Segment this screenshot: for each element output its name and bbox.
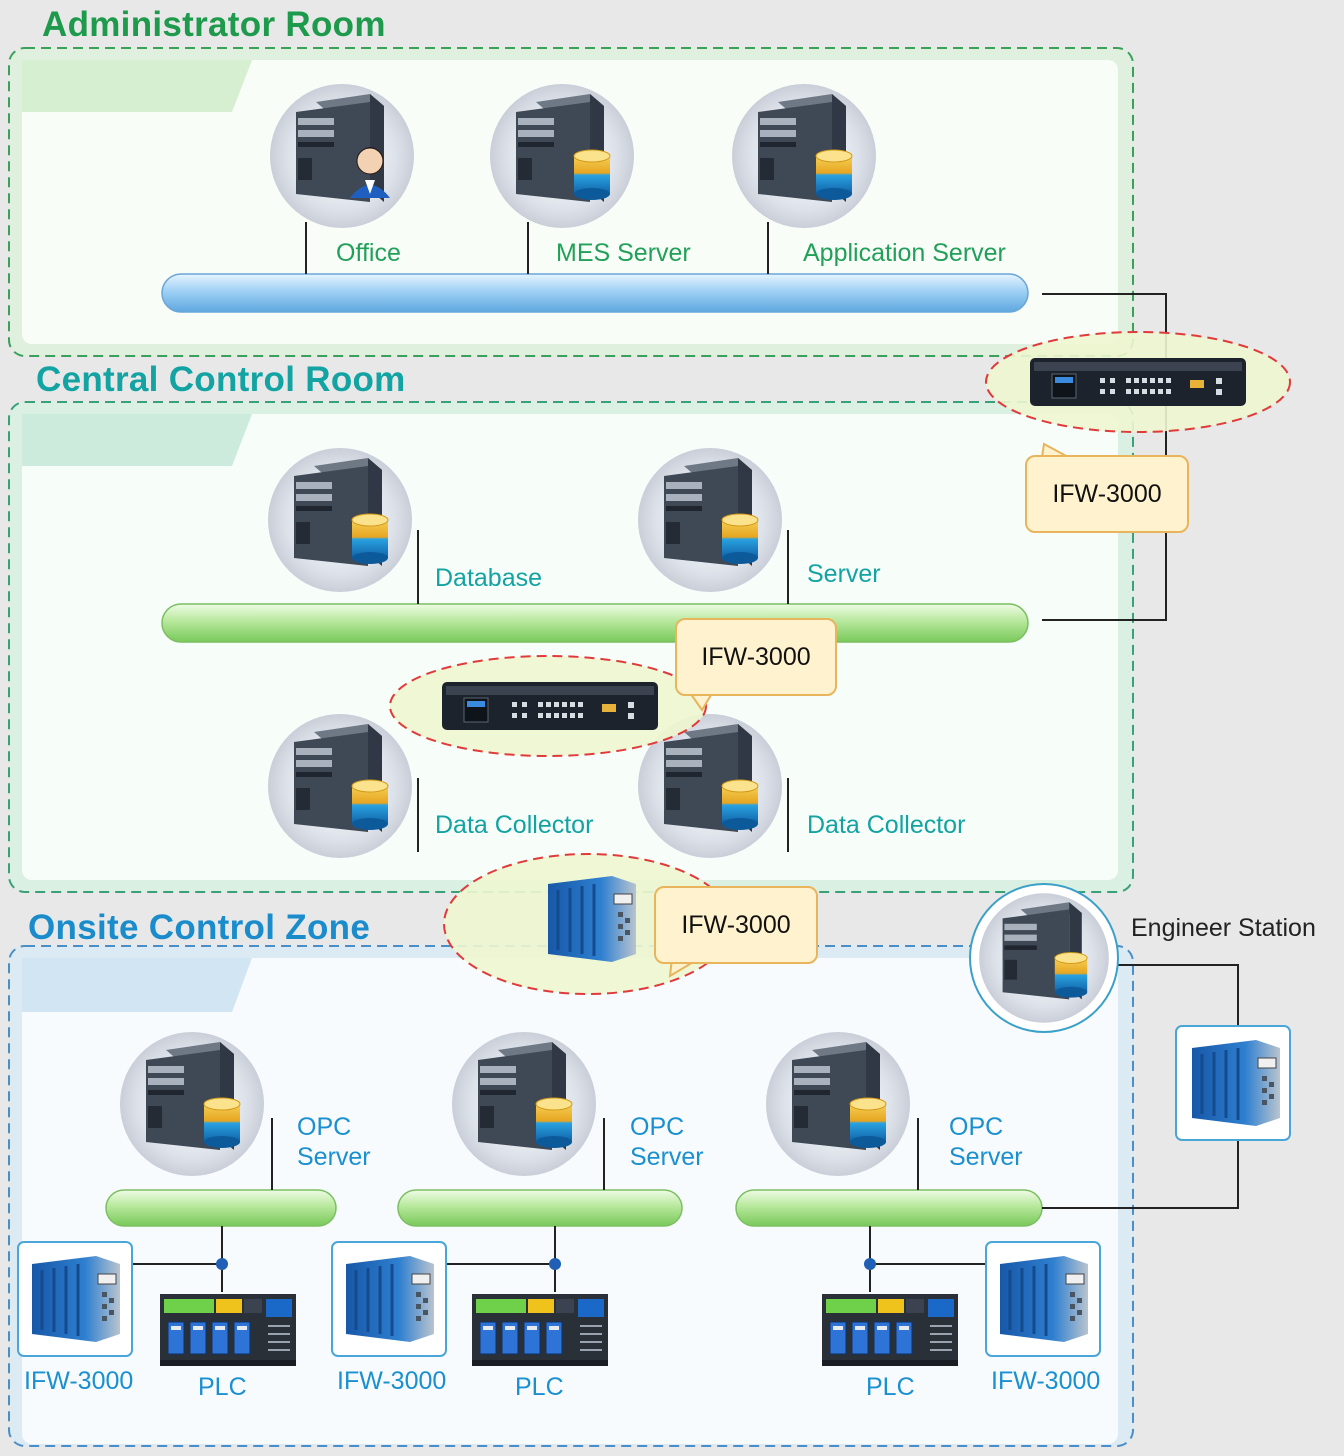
plc-icon[interactable]: [471, 1293, 609, 1367]
din-rail-firewall-icon[interactable]: [998, 1254, 1090, 1344]
central-network-bus: [161, 603, 1029, 643]
junction-dot: [864, 1258, 876, 1270]
opc-bus-2: [397, 1189, 683, 1227]
firewall-callout-top: IFW-3000: [1025, 455, 1189, 533]
administrator-room-title: Administrator Room: [42, 5, 386, 44]
firewall-callout-middle: IFW-3000: [675, 618, 837, 696]
database-icon: [535, 1097, 573, 1149]
plc-label-2: PLC: [515, 1373, 564, 1401]
database-icon: [1054, 952, 1088, 999]
ifw-label-2: IFW-3000: [337, 1367, 447, 1395]
opc-server-label-1: OPC Server: [297, 1113, 371, 1171]
mes-server-label: MES Server: [556, 239, 691, 267]
din-rail-firewall-icon[interactable]: [1190, 1038, 1282, 1128]
engineer-station-computer[interactable]: [979, 893, 1109, 1023]
plc-label-1: PLC: [198, 1373, 247, 1401]
database-icon: [815, 149, 853, 201]
opc-server-3[interactable]: [766, 1032, 910, 1176]
plc-icon[interactable]: [821, 1293, 959, 1367]
central-control-room-title: Central Control Room: [36, 360, 406, 399]
database-icon: [351, 779, 389, 831]
database-server[interactable]: [268, 448, 412, 592]
data-collector-label-1: Data Collector: [435, 811, 594, 839]
opc-server-1[interactable]: [120, 1032, 264, 1176]
onsite-control-zone-title: Onsite Control Zone: [28, 908, 371, 947]
opc-server-label-3: OPC Server: [949, 1113, 1023, 1171]
application-server-label: Application Server: [803, 239, 1006, 267]
user-icon: [350, 147, 390, 198]
database-icon: [721, 779, 759, 831]
din-rail-firewall-icon[interactable]: [344, 1254, 436, 1344]
mes-server[interactable]: [490, 84, 634, 228]
din-rail-firewall-icon[interactable]: [30, 1254, 122, 1344]
database-icon: [573, 149, 611, 201]
junction-dot: [216, 1258, 228, 1270]
database-label: Database: [435, 564, 543, 592]
database-icon: [351, 513, 389, 565]
database-icon: [721, 513, 759, 565]
plc-label-3: PLC: [866, 1373, 915, 1401]
firewall-callout-bottom: IFW-3000: [654, 886, 818, 964]
database-icon: [849, 1097, 887, 1149]
application-server[interactable]: [732, 84, 876, 228]
rack-firewall-icon[interactable]: [441, 681, 659, 731]
office-label: Office: [336, 239, 401, 267]
opc-server-label-2: OPC Server: [630, 1113, 704, 1171]
server[interactable]: [638, 448, 782, 592]
admin-network-bus: [161, 273, 1029, 313]
opc-bus-3: [735, 1189, 1043, 1227]
ifw-label-1: IFW-3000: [24, 1367, 134, 1395]
data-collector-label-2: Data Collector: [807, 811, 966, 839]
server-label: Server: [807, 560, 881, 588]
opc-bus-1: [105, 1189, 337, 1227]
engineer-station-label: Engineer Station: [1131, 914, 1316, 942]
database-icon: [203, 1097, 241, 1149]
data-collector-1[interactable]: [268, 714, 412, 858]
plc-icon[interactable]: [159, 1293, 297, 1367]
office-computer[interactable]: [270, 84, 414, 228]
ifw-label-3: IFW-3000: [991, 1367, 1101, 1395]
opc-server-2[interactable]: [452, 1032, 596, 1176]
rack-firewall-icon[interactable]: [1029, 357, 1247, 407]
junction-dot: [549, 1258, 561, 1270]
din-rail-firewall-icon[interactable]: [546, 874, 638, 964]
